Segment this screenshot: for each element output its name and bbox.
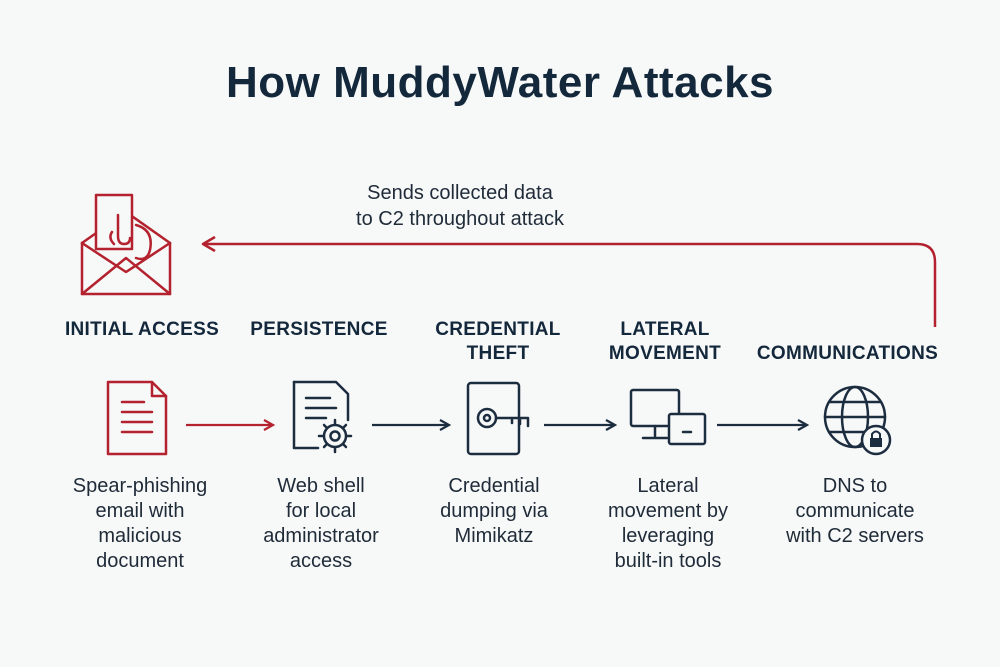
stage-name-lateral-movement: LATERAL MOVEMENT (608, 319, 722, 364)
feedback-arrow (201, 235, 937, 327)
stage-name-communications: COMMUNICATIONS (756, 343, 939, 364)
globe-lock-icon (823, 385, 892, 456)
flow-arrow-1 (186, 419, 276, 431)
page-title: How MuddyWater Attacks (225, 58, 775, 107)
flow-arrow-2 (372, 419, 452, 431)
key-lock-icon (466, 381, 530, 456)
feedback-label-text: Sends collected data to C2 throughout at… (356, 182, 564, 230)
flow-arrow-3 (544, 419, 618, 431)
stage-name-credential-theft: CREDENTIAL THEFT (435, 319, 561, 364)
stage-desc-credential-theft: Credential dumping via Mimikatz (440, 475, 548, 547)
stage-desc-communications: DNS to communicate with C2 servers (786, 475, 924, 547)
stage-desc-lateral-movement: Lateral movement by leveraging built-in … (607, 475, 729, 572)
stage-desc-persistence: Web shell for local administrator access (263, 475, 379, 572)
stage-desc-initial-access: Spear-phishing email with malicious docu… (72, 475, 208, 572)
flow-arrow-4 (717, 419, 810, 431)
web-shell-gear-icon (292, 380, 353, 454)
stage-name-persistence: PERSISTENCE (250, 319, 388, 340)
stage-name-initial-access: INITIAL ACCESS (64, 319, 220, 340)
document-icon (106, 380, 168, 456)
feedback-label: Sends collected data to C2 throughout at… (300, 180, 620, 232)
computers-icon (629, 388, 707, 446)
phishing-envelope-icon (80, 193, 172, 296)
